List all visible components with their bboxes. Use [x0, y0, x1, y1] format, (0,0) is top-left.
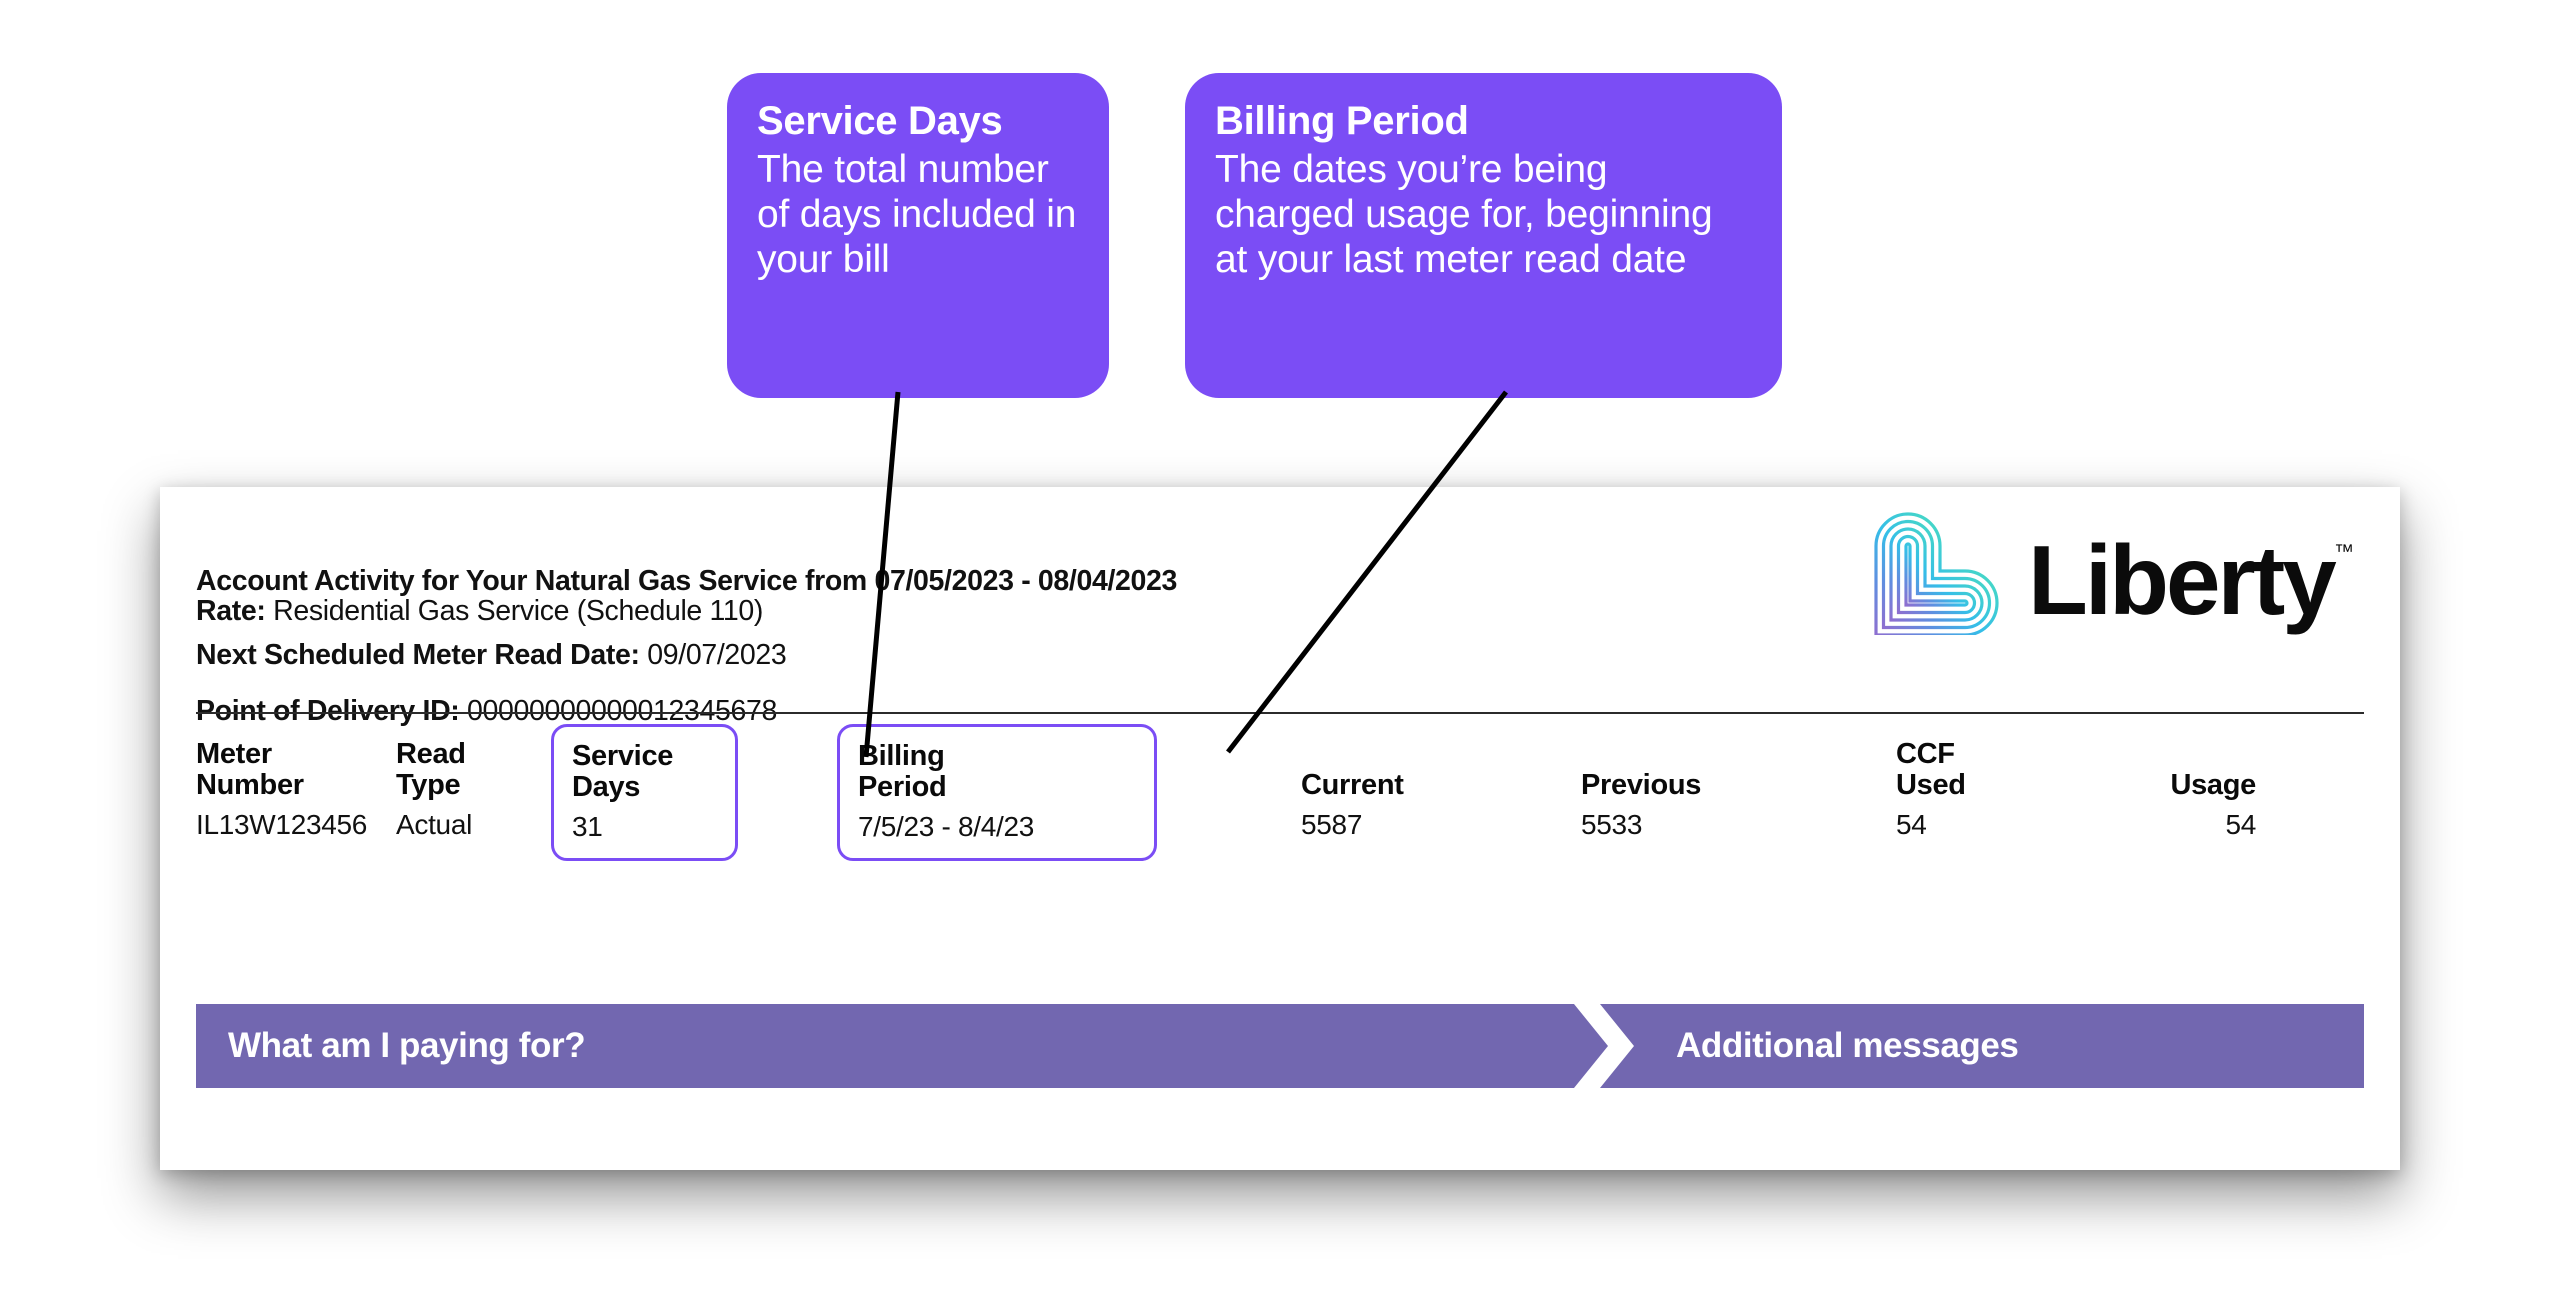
column-header-line2: Type [396, 769, 461, 802]
rate-label: Rate: [196, 594, 266, 627]
column-header-line2: Used [1896, 769, 1966, 802]
callout-body: The dates you’re being charged usage for… [1215, 147, 1713, 282]
column-meter-number: Meter Number IL13W123456 [196, 738, 368, 841]
column-value: 54 [2225, 809, 2256, 841]
column-value: 54 [1896, 809, 1927, 841]
column-header-line1: Meter [196, 738, 272, 770]
pod-line: Point of Delivery ID: 000000000000123456… [196, 694, 1596, 727]
column-value: IL13W123456 [196, 809, 368, 841]
column-header-line1: Service [572, 740, 674, 772]
bottom-section-bar: What am I paying for? Additional message… [196, 1004, 2364, 1088]
callout-title: Service Days [757, 99, 1003, 143]
rate-line: Rate: Residential Gas Service (Schedule … [196, 594, 1596, 627]
column-ccf-used: CCF Used 54 [1896, 738, 1966, 841]
column-header-line1: CCF [1896, 738, 1955, 770]
liberty-heart-l-icon [1874, 512, 1999, 637]
column-previous: Previous 5533 [1581, 739, 1701, 840]
bill-document-card: Liberty ™ Account Activity for Your Natu… [160, 487, 2400, 1170]
liberty-wordmark: Liberty [2028, 525, 2336, 635]
column-usage: Usage 54 [2146, 739, 2256, 840]
column-read-type: Read Type Actual [396, 738, 473, 841]
liberty-trademark: ™ [2334, 541, 2354, 563]
column-header-line2: Period [858, 771, 947, 804]
column-value: 5533 [1581, 809, 1643, 841]
bar-item-what-am-i-paying-for[interactable]: What am I paying for? [228, 1026, 586, 1065]
column-header-line2: Previous [1581, 769, 1702, 802]
column-header-line2: Current [1301, 769, 1404, 802]
column-header-line2: Days [572, 771, 641, 804]
next-read-value: 09/07/2023 [647, 639, 787, 671]
account-activity-title: Account Activity for Your Natural Gas Se… [196, 565, 1178, 597]
column-header-line1 [1581, 739, 1701, 770]
callout-body: The total number of days included in you… [757, 147, 1077, 282]
header-divider-rule [196, 712, 2364, 714]
column-service-days-highlighted: Service Days 31 [551, 724, 738, 862]
column-header-line1: Read [396, 738, 466, 770]
column-billing-period-highlighted: Billing Period 7/5/23 - 8/4/23 [837, 724, 1157, 862]
pod-value: 00000000000012345678 [467, 694, 778, 727]
bar-item-additional-messages[interactable]: Additional messages [1676, 1026, 2019, 1065]
column-value: 31 [572, 811, 603, 843]
column-header-line1 [1301, 739, 1404, 770]
column-value: Actual [396, 809, 473, 841]
column-header-line2: Number [196, 769, 304, 802]
callout-title: Billing Period [1215, 99, 1469, 143]
callout-service-days: Service Days The total number of days in… [727, 73, 1109, 398]
meter-reading-table: Meter Number IL13W123456 Read Type Actua… [196, 724, 2364, 862]
rate-value: Residential Gas Service (Schedule 110) [273, 594, 764, 627]
column-header-line1 [2146, 739, 2256, 770]
column-header-line1: Billing [858, 740, 945, 772]
pod-label: Point of Delivery ID: [196, 694, 460, 727]
next-read-label: Next Scheduled Meter Read Date: [196, 639, 640, 671]
callout-billing-period: Billing Period The dates you’re being ch… [1185, 73, 1782, 398]
liberty-logo: Liberty ™ [1872, 510, 2372, 637]
bill-header: Account Activity for Your Natural Gas Se… [196, 567, 1596, 725]
next-read-line: Next Scheduled Meter Read Date: 09/07/20… [196, 641, 1596, 670]
column-value: 5587 [1301, 809, 1363, 841]
chevron-right-icon [1574, 1004, 1634, 1088]
column-current: Current 5587 [1301, 739, 1404, 840]
column-header-line2: Usage [2170, 769, 2256, 802]
column-value: 7/5/23 - 8/4/23 [858, 811, 1035, 843]
